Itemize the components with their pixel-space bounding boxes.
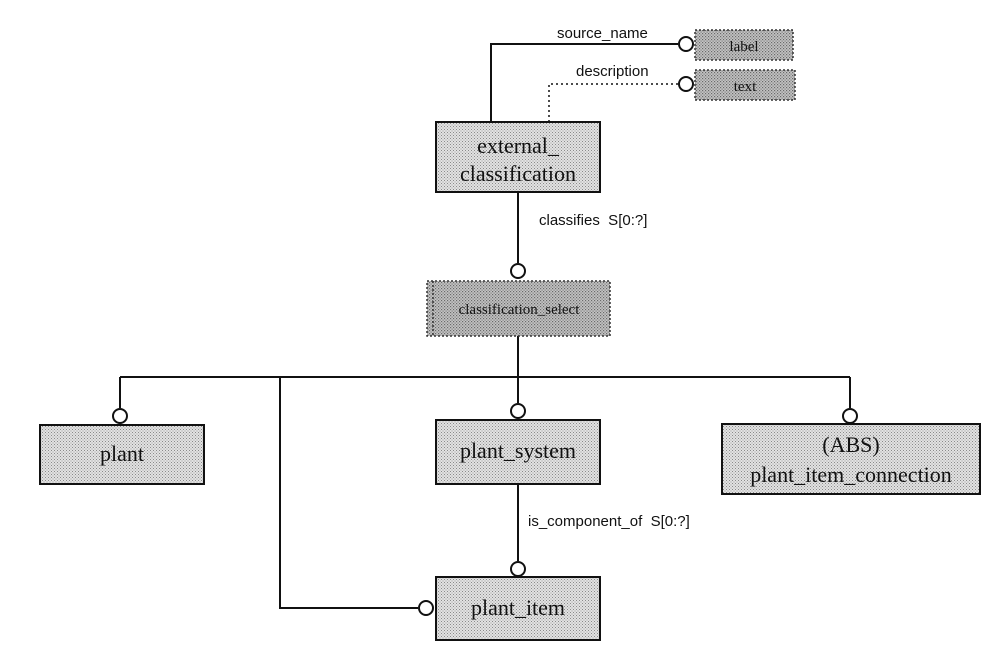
classification-select-text: classification_select xyxy=(459,302,581,318)
plant-item-branch-line xyxy=(279,377,418,609)
is-component-of-label: is_component_of S[0:?] xyxy=(528,513,690,530)
classifies-label: classifies S[0:?] xyxy=(539,212,647,229)
entity-plant-item-connection[interactable]: (ABS) plant_item_connection xyxy=(721,423,981,495)
plant-item-connection-line2: plant_item_connection xyxy=(750,462,952,487)
external-classification-line2: classification xyxy=(460,161,576,186)
plant-text: plant xyxy=(100,441,144,466)
type-text[interactable]: text xyxy=(694,69,796,101)
plant-item-text: plant_item xyxy=(471,595,565,620)
source-name-connector xyxy=(490,43,678,122)
description-label: description xyxy=(576,63,649,80)
entity-plant[interactable]: plant xyxy=(39,424,205,485)
external-classification-line1: external_ xyxy=(477,133,560,158)
type-label-text: label xyxy=(729,39,758,55)
plant-item-connection-end-circle xyxy=(842,408,858,424)
plant-system-end-circle xyxy=(510,403,526,419)
select-classification-select[interactable]: classification_select xyxy=(426,280,611,337)
description-connector xyxy=(548,83,678,122)
entity-plant-item[interactable]: plant_item xyxy=(435,576,601,641)
type-text-text: text xyxy=(734,79,757,95)
plant-end-circle xyxy=(112,408,128,424)
source-name-label: source_name xyxy=(557,25,648,42)
type-label[interactable]: label xyxy=(694,29,794,61)
description-end-circle xyxy=(678,76,694,92)
plant-item-connection-line1: (ABS) xyxy=(822,432,879,457)
entity-external-classification[interactable]: external_ classification xyxy=(435,121,601,193)
plant-system-text: plant_system xyxy=(460,438,576,463)
plant-item-left-end-circle xyxy=(418,600,434,616)
entity-plant-system[interactable]: plant_system xyxy=(435,419,601,485)
is-component-of-end-circle xyxy=(510,561,526,577)
classifies-end-circle xyxy=(510,263,526,279)
source-name-end-circle xyxy=(678,36,694,52)
